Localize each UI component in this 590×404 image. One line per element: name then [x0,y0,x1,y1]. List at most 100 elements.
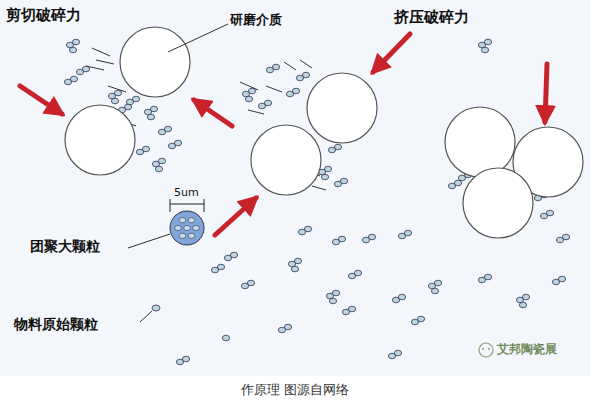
raw-particle [324,166,331,172]
raw-particle [217,264,224,270]
media-ball [445,107,515,177]
agglomerate [170,211,204,245]
raw-particle [284,324,291,330]
raw-particle [398,294,405,300]
leader-line [168,24,228,52]
raw-particle [431,288,438,294]
raw-particle [72,39,79,45]
debris-line [240,82,258,90]
media-ball [463,168,533,238]
part-label: 物料原始颗粒 [14,316,98,333]
raw-particle [304,226,311,232]
raw-particle [546,210,553,216]
raw-particle [247,280,254,286]
raw-particle [132,96,139,102]
debris-line [86,66,104,70]
raw-particle [484,39,491,45]
force-arrow [373,34,410,72]
raw-particle [272,64,279,70]
raw-particle [368,234,375,240]
agglomerate-grain [184,225,191,230]
raw-particle [182,356,189,362]
caption: 作原理 图源自网络 [241,382,349,398]
raw-particle [562,234,569,240]
force-label: 剪切破碎力 [6,6,81,24]
raw-particle [334,144,341,150]
debris-line [284,62,296,70]
raw-particle [230,252,237,258]
debris-line [108,86,126,92]
raw-particle [114,90,121,96]
raw-particle [158,158,165,164]
force-arrow [20,86,62,114]
media-ball [120,27,190,97]
raw-particle [522,294,529,300]
agglomerate-grain [179,218,186,223]
agglomerate-grain [179,233,186,238]
agglomerate-particle [170,211,204,245]
dimension-bracket [170,199,204,212]
debris-line [248,110,264,114]
raw-particle [332,290,339,296]
raw-particle [69,47,76,53]
raw-particle [292,88,299,94]
watermark: 艾邦陶瓷展 [497,342,557,356]
agglomerate-grain [193,225,200,230]
raw-particle [142,146,149,152]
part-label: 团聚大颗粒 [30,238,100,255]
raw-particle [245,96,252,102]
raw-particle [70,76,77,82]
raw-particle [340,178,347,184]
raw-particle [417,316,424,322]
raw-particle [558,276,565,282]
raw-particle [124,104,131,110]
raw-particle [291,266,298,272]
raw-particle [354,270,361,276]
force-arrow [545,64,547,122]
agglomerate-grain [188,218,195,223]
part-label: 研磨介质 [230,12,282,28]
raw-particle [348,306,355,312]
dimension-label: 5um [174,186,199,199]
raw-particle [155,166,162,172]
debris-line [300,60,312,68]
raw-particle [302,72,309,78]
force-arrows [20,34,547,235]
raw-particle [147,114,154,120]
raw-particle [329,298,336,304]
media-ball [65,105,135,175]
raw-particle [481,47,488,53]
figure-ground [0,0,590,376]
raw-particle [164,126,171,132]
debris-line [92,48,110,56]
debris-line [96,60,114,64]
wechat-icon [479,343,493,357]
raw-particle [111,98,118,104]
media-ball [251,125,321,195]
media-ball [307,73,377,143]
raw-particle [222,335,229,341]
raw-particle [152,305,160,311]
leader-line [140,311,152,322]
debris-line [312,186,326,190]
raw-particle [150,106,157,112]
grinding-media [65,27,583,238]
raw-particle [174,140,181,146]
force-arrow [215,198,256,235]
raw-particle [264,100,271,106]
raw-particle [404,230,411,236]
raw-particle [321,174,328,180]
raw-particle [248,88,255,94]
leader-lines [128,24,228,322]
debris-line [266,86,282,92]
raw-particle [294,258,301,264]
force-label: 挤压破碎力 [394,8,469,26]
raw-particle [338,236,345,242]
raw-particle [519,302,526,308]
agglomerate-grain [188,233,195,238]
raw-particle [484,274,491,280]
raw-particle [434,280,441,286]
force-arrow [194,100,232,126]
raw-particle [394,350,401,356]
